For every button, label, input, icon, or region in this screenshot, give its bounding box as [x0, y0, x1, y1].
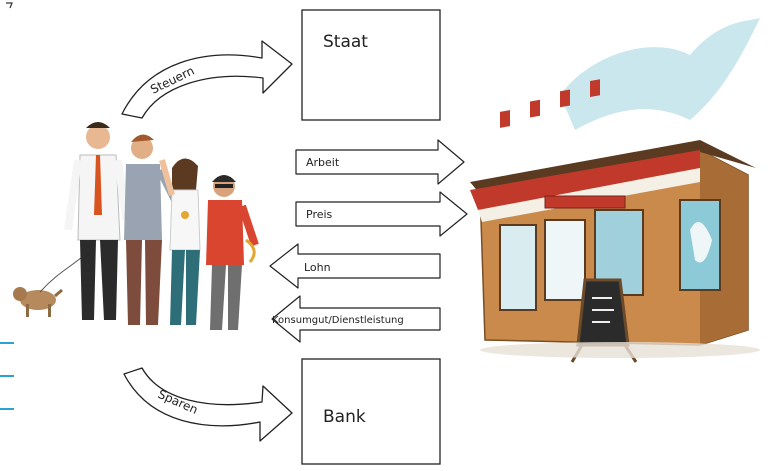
- preis-label: Preis: [306, 208, 333, 221]
- shop-kiosk-illustration: [470, 18, 760, 363]
- dog-illustration: [13, 249, 91, 317]
- konsumgut-label: Konsumgut/Dienstleistung: [272, 315, 404, 326]
- man-with-tie: [64, 122, 130, 320]
- steuern-curved-arrow: [121, 40, 293, 119]
- konsumgut-arrow: [271, 295, 441, 343]
- arbeit-arrow: [295, 139, 465, 185]
- staat-label: Staat: [323, 32, 368, 52]
- woman-white-top: [159, 158, 201, 325]
- bank-box: [301, 358, 441, 465]
- lohn-arrow: [269, 243, 441, 289]
- people-group-illustration: [13, 122, 259, 330]
- sparen-curved-arrow: [123, 367, 293, 442]
- corner-mark: [6, 2, 13, 9]
- lohn-label: Lohn: [304, 261, 331, 274]
- sky-swoosh: [560, 18, 760, 130]
- man-red-shirt: [206, 175, 259, 330]
- bank-label: Bank: [323, 407, 366, 427]
- man-grey-shirt: [124, 134, 179, 325]
- arbeit-label: Arbeit: [306, 156, 340, 169]
- preis-arrow: [295, 191, 468, 237]
- staat-box: [301, 9, 441, 121]
